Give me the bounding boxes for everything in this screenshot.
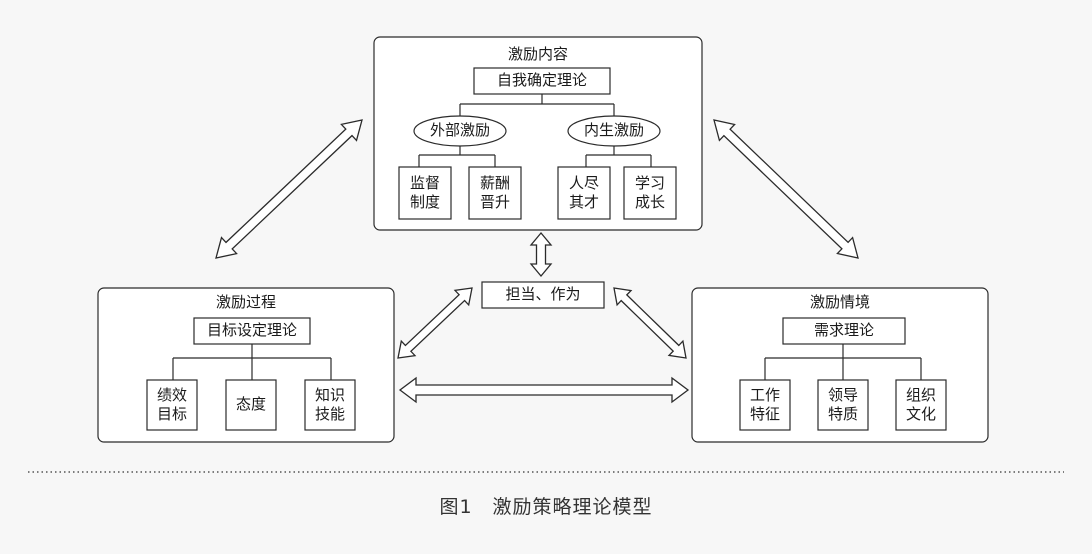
needs-theory-box <box>782 317 906 345</box>
goal-setting-theory-label: 目标设定理论 <box>206 321 297 340</box>
attitude-label: 态度 <box>235 395 266 414</box>
content-tree-connector <box>459 94 615 118</box>
process-context-arrow <box>398 376 690 404</box>
center-context-arrow <box>613 287 687 359</box>
external-motivation-label: 外部激励 <box>429 121 490 140</box>
job-feature-label: 工作 特征 <box>749 385 780 424</box>
center-process-arrow <box>397 287 473 359</box>
process-tree-connector <box>172 344 332 380</box>
knowledge-skill-label: 知识 技能 <box>314 385 345 424</box>
content-center-arrow <box>529 231 553 278</box>
org-culture-label: 组织 文化 <box>905 385 936 424</box>
center-responsibility-box <box>481 281 605 309</box>
content-group-frame <box>373 36 703 231</box>
leadership-trait-box <box>817 379 869 431</box>
attitude-box <box>225 379 277 431</box>
supervision-system-box <box>398 166 452 220</box>
arrows-layer <box>215 119 859 404</box>
self-determination-theory-box <box>473 67 611 95</box>
content-process-arrow <box>215 119 363 259</box>
pay-promotion-box <box>468 166 522 220</box>
pay-promotion-label: 薪酬 晋升 <box>479 173 510 212</box>
leadership-trait-label: 领导 特质 <box>827 385 858 424</box>
process-group-title: 激励过程 <box>215 293 276 312</box>
needs-theory-label: 需求理论 <box>813 321 874 340</box>
self-determination-theory-label: 自我确定理论 <box>496 71 587 90</box>
context-group-title: 激励情境 <box>809 293 870 312</box>
talent-use-box <box>557 166 611 220</box>
job-feature-box <box>739 379 791 431</box>
center-responsibility-label: 担当、作为 <box>505 285 581 304</box>
external-motivation-connector <box>418 146 496 167</box>
learning-growth-label: 学习 成长 <box>634 173 665 212</box>
supervision-system-label: 监督 制度 <box>409 173 440 212</box>
internal-motivation-connector <box>585 146 652 167</box>
org-culture-box <box>895 379 947 431</box>
goal-setting-theory-box <box>193 317 311 345</box>
knowledge-skill-box <box>304 379 356 431</box>
performance-goal-label: 绩效 目标 <box>156 385 187 424</box>
content-group-title: 激励内容 <box>507 45 568 64</box>
figure-caption: 图1 激励策略理论模型 <box>439 496 653 518</box>
internal-motivation-label: 内生激励 <box>583 121 644 140</box>
content-context-arrow <box>713 119 859 259</box>
learning-growth-box <box>623 166 677 220</box>
talent-use-label: 人尽 其才 <box>568 173 599 212</box>
performance-goal-box <box>146 379 198 431</box>
context-tree-connector <box>764 344 922 380</box>
